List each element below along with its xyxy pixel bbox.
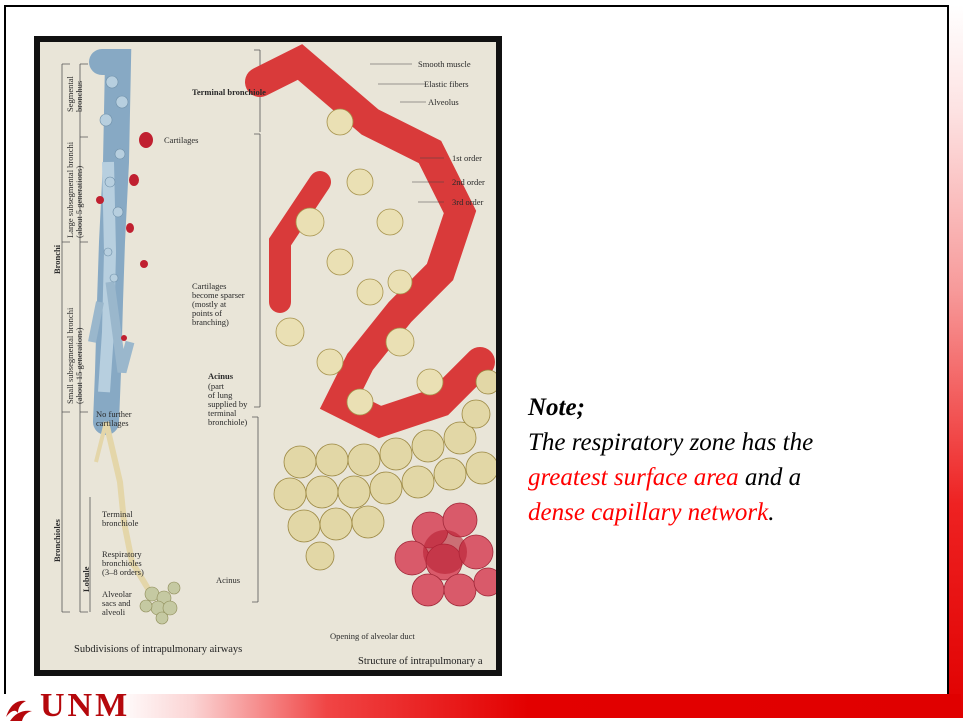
unm-logo-text: UNM <box>40 689 130 723</box>
note-line-3-suffix: . <box>768 499 774 526</box>
label-third-order: 3rd order <box>452 198 483 207</box>
illustration-canvas: Terminal bronchiole Smooth muscle Elasti… <box>40 42 496 670</box>
label-alveolus: Alveolus <box>428 98 459 107</box>
label-terminal-bronchiole-lower: Terminal bronchiole <box>102 510 138 528</box>
label-first-order: 1st order <box>452 154 482 163</box>
label-acinus-title: Acinus <box>208 372 233 381</box>
label-cartilages: Cartilages <box>164 136 198 145</box>
label-acinus-lower: Acinus <box>216 576 240 585</box>
bronchial-tree-graphic <box>92 62 180 624</box>
label-opening-alveolar-duct: Opening of alveolar duct <box>330 632 415 641</box>
slide-frame-top <box>4 5 961 7</box>
note-text-block: Note; The respiratory zone has the great… <box>528 390 928 530</box>
note-line-2: greatest surface area and a <box>528 460 928 495</box>
label-no-further-cartilages: No further cartilages <box>96 410 132 428</box>
highlight-surface-area: greatest surface area <box>528 464 739 491</box>
note-line-1: The respiratory zone has the <box>528 425 928 460</box>
label-alveolar-sacs: Alveolar sacs and alveoli <box>102 590 132 617</box>
figure-caption-left: Subdivisions of intrapulmonary airways <box>74 644 242 655</box>
label-second-order: 2nd order <box>452 178 485 187</box>
label-bronchioles: Bronchioles <box>53 519 62 562</box>
note-line-2-suffix: and a <box>739 464 802 491</box>
label-elastic-fibers: Elastic fibers <box>424 80 469 89</box>
slide-footer-bar <box>0 694 961 718</box>
figure-caption-right: Structure of intrapulmonary a <box>358 656 483 667</box>
label-bronchi: Bronchi <box>53 245 62 274</box>
label-terminal-bronchiole: Terminal bronchiole <box>192 88 266 97</box>
highlight-capillary-network: dense capillary network <box>528 499 768 526</box>
note-line-3: dense capillary network. <box>528 495 928 530</box>
label-large-subsegmental: Large subsegmental bronchi (about 5 gene… <box>66 142 84 238</box>
unm-logo: UNM <box>4 687 130 723</box>
label-cartilages-sparser: Cartilages become sparser (mostly at poi… <box>192 282 245 327</box>
slide-frame-right-gradient <box>947 5 963 718</box>
label-segmental-bronchus: Segmental bronchus <box>66 76 84 112</box>
note-title: Note; <box>528 390 928 425</box>
label-respiratory-bronchioles: Respiratory bronchioles (3–8 orders) <box>102 550 144 577</box>
slide-frame-left <box>4 5 6 695</box>
unm-logo-icon <box>4 693 34 723</box>
acinus-graphic <box>260 62 496 606</box>
label-acinus-description: (part of lung supplied by terminal bronc… <box>208 382 247 427</box>
label-smooth-muscle: Smooth muscle <box>418 60 471 69</box>
label-lobule: Lobule <box>82 566 91 592</box>
label-small-subsegmental: Small subsegmental bronchi (about 15 gen… <box>66 308 84 404</box>
airway-illustration: Terminal bronchiole Smooth muscle Elasti… <box>34 36 502 676</box>
